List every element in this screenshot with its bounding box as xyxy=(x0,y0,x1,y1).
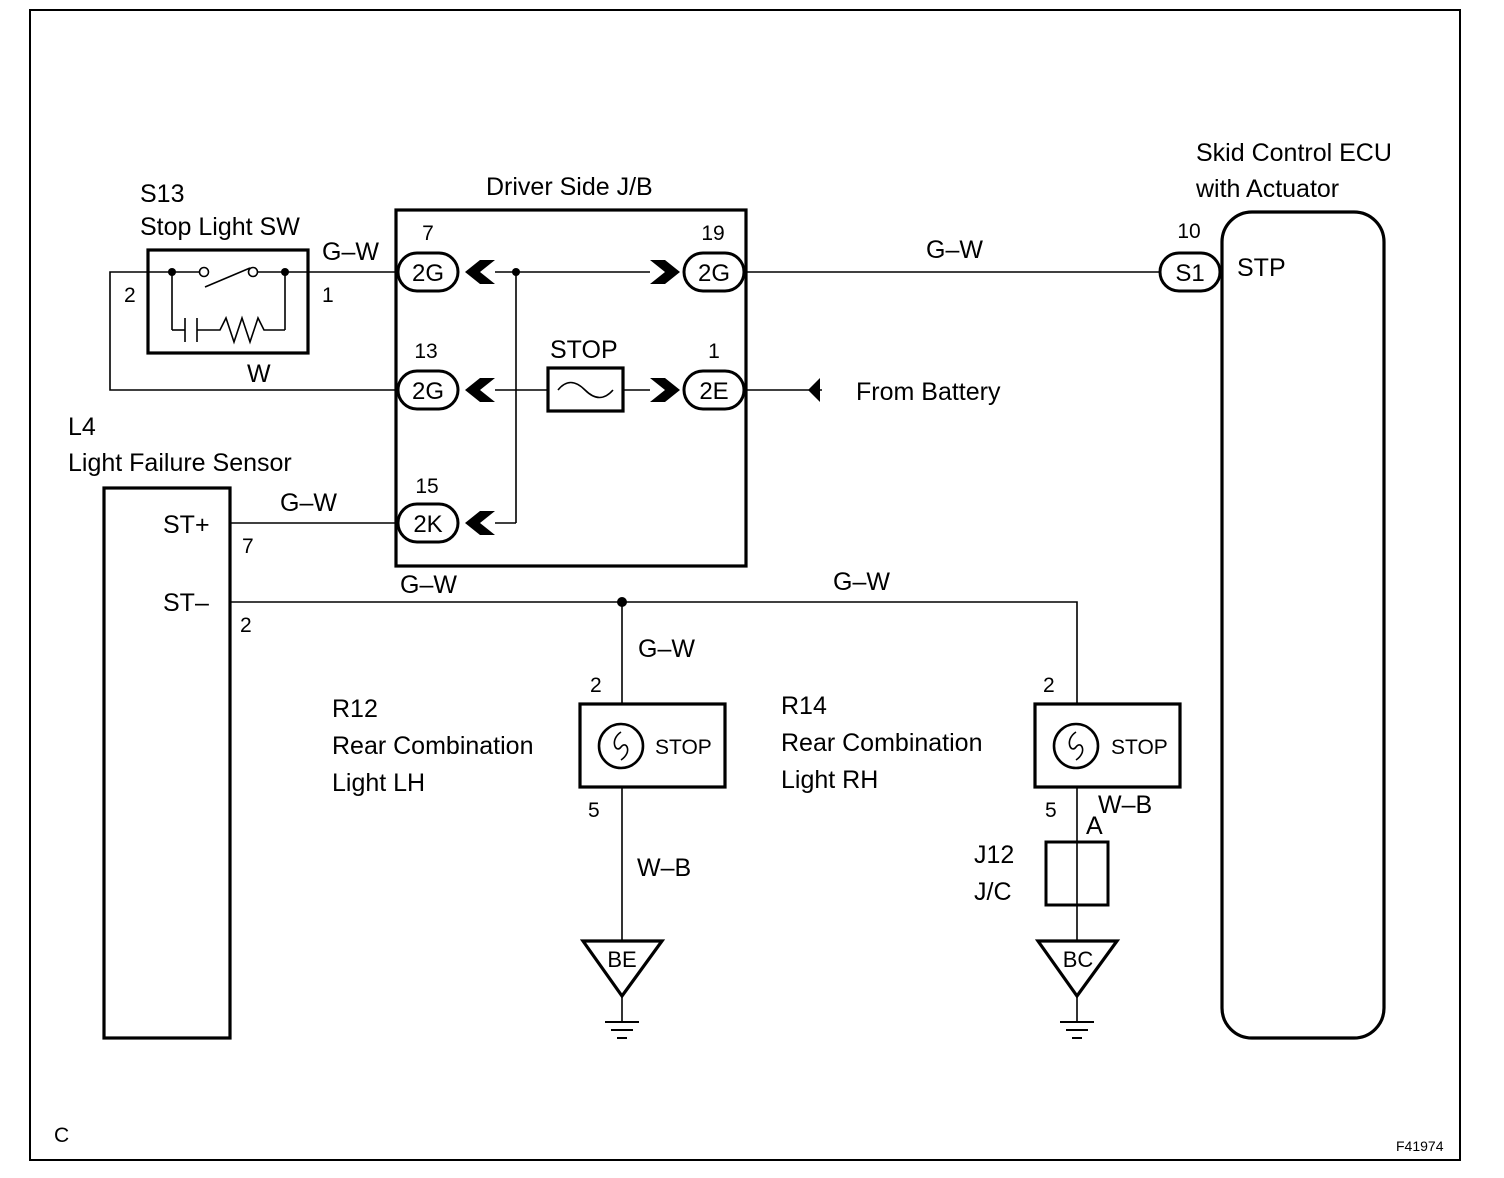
svg-text:2G: 2G xyxy=(412,378,444,405)
ground-bc-label: BC xyxy=(1063,947,1094,972)
switch-pin-1: 1 xyxy=(322,284,334,307)
wire-label-ecu-gw: G–W xyxy=(926,236,983,264)
sensor-pin-2: 2 xyxy=(240,614,252,637)
wire-label-st-left: G–W xyxy=(400,571,457,599)
ecu-name-line2: with Actuator xyxy=(1195,175,1339,203)
stop-light-switch: S13 Stop Light SW 2 1 xyxy=(124,180,334,355)
wire-label-lh-gw: G–W xyxy=(638,635,695,663)
svg-text:2G: 2G xyxy=(698,260,730,287)
svg-text:2E: 2E xyxy=(699,378,728,405)
wire-switch-return xyxy=(109,271,398,391)
sensor-pin-7: 7 xyxy=(242,535,254,558)
rh-line1: Rear Combination xyxy=(781,729,983,757)
rh-pin-top: 2 xyxy=(1043,674,1055,697)
junction-block: Driver Side J/B STOP 2G 7 2G 13 xyxy=(394,173,748,568)
fuse-label: STOP xyxy=(550,336,618,364)
jb-connector-out-mid: 2E 1 xyxy=(650,340,746,411)
light-failure-sensor: L4 Light Failure Sensor ST+ 7 ST– 2 xyxy=(68,413,292,1040)
rh-line2: Light RH xyxy=(781,766,878,794)
lh-pin-bottom: 5 xyxy=(588,799,600,822)
jc-pin: A xyxy=(1086,812,1103,840)
lh-code: R12 xyxy=(332,695,378,723)
sensor-name: Light Failure Sensor xyxy=(68,449,292,477)
ground-be-label: BE xyxy=(607,947,636,972)
wire-label-lh-wb: W–B xyxy=(637,854,691,882)
lh-line2: Light LH xyxy=(332,769,425,797)
svg-text:2K: 2K xyxy=(413,511,442,538)
rh-lamp-label: STOP xyxy=(1111,736,1168,759)
rear-light-lh: R12 Rear Combination Light LH 2 STOP 5 xyxy=(332,674,727,822)
lh-pin-top: 2 xyxy=(590,674,602,697)
switch-pin-2: 2 xyxy=(124,284,136,307)
switch-name: Stop Light SW xyxy=(140,213,300,241)
wire-label-st-right: G–W xyxy=(833,568,890,596)
wire-label-sw-w: W xyxy=(247,360,271,388)
lh-line1: Rear Combination xyxy=(332,732,534,760)
svg-text:13: 13 xyxy=(414,340,437,363)
svg-text:19: 19 xyxy=(701,222,724,245)
battery-arrow-icon xyxy=(808,378,820,402)
page-letter: C xyxy=(54,1124,69,1147)
skid-control-ecu: Skid Control ECU with Actuator S1 10 STP xyxy=(1158,139,1392,1040)
lh-lamp-label: STOP xyxy=(655,736,712,759)
ecu-terminal: STP xyxy=(1237,254,1286,282)
jc-code: J12 xyxy=(974,841,1014,869)
wire-st-minus xyxy=(230,601,1078,704)
wire-label-sw-gw: G–W xyxy=(322,238,379,266)
bulb-icon xyxy=(1052,722,1100,770)
jc-name: J/C xyxy=(974,878,1012,906)
svg-text:1: 1 xyxy=(708,340,720,363)
svg-text:2G: 2G xyxy=(412,260,444,287)
rh-pin-bottom: 5 xyxy=(1045,799,1057,822)
stop-fuse: STOP xyxy=(546,336,625,413)
bulb-icon xyxy=(597,722,645,770)
junction-connector-j12: A J12 J/C xyxy=(974,812,1110,907)
sensor-terminal-plus: ST+ xyxy=(163,511,210,539)
jb-connector-in-mid: 2G 13 xyxy=(396,340,495,411)
sensor-terminal-minus: ST– xyxy=(163,589,209,617)
ecu-name-line1: Skid Control ECU xyxy=(1196,139,1392,167)
rh-code: R14 xyxy=(781,692,827,720)
sensor-code: L4 xyxy=(68,413,96,441)
svg-text:15: 15 xyxy=(415,475,438,498)
switch-code: S13 xyxy=(140,180,184,208)
from-battery-label: From Battery xyxy=(856,378,1001,406)
diagram-frame xyxy=(29,9,1461,1161)
ecu-connector: S1 xyxy=(1175,260,1204,287)
jb-connector-in-top: 2G 7 xyxy=(396,222,495,293)
jb-connector-in-bottom: 2K 15 xyxy=(396,475,495,544)
figure-id: F41974 xyxy=(1396,1138,1444,1154)
ground-be: BE xyxy=(579,939,666,1039)
wire-label-sensor-gw: G–W xyxy=(280,489,337,517)
jb-connector-out-top: 2G 19 xyxy=(650,222,746,293)
wire-label-rh-wb: W–B xyxy=(1098,791,1152,819)
svg-text:7: 7 xyxy=(422,222,434,245)
ecu-pin: 10 xyxy=(1177,220,1200,243)
jb-title: Driver Side J/B xyxy=(486,173,653,201)
rear-light-rh: R14 Rear Combination Light RH 2 STOP 5 xyxy=(781,674,1182,822)
ground-bc: BC xyxy=(1034,939,1121,1039)
